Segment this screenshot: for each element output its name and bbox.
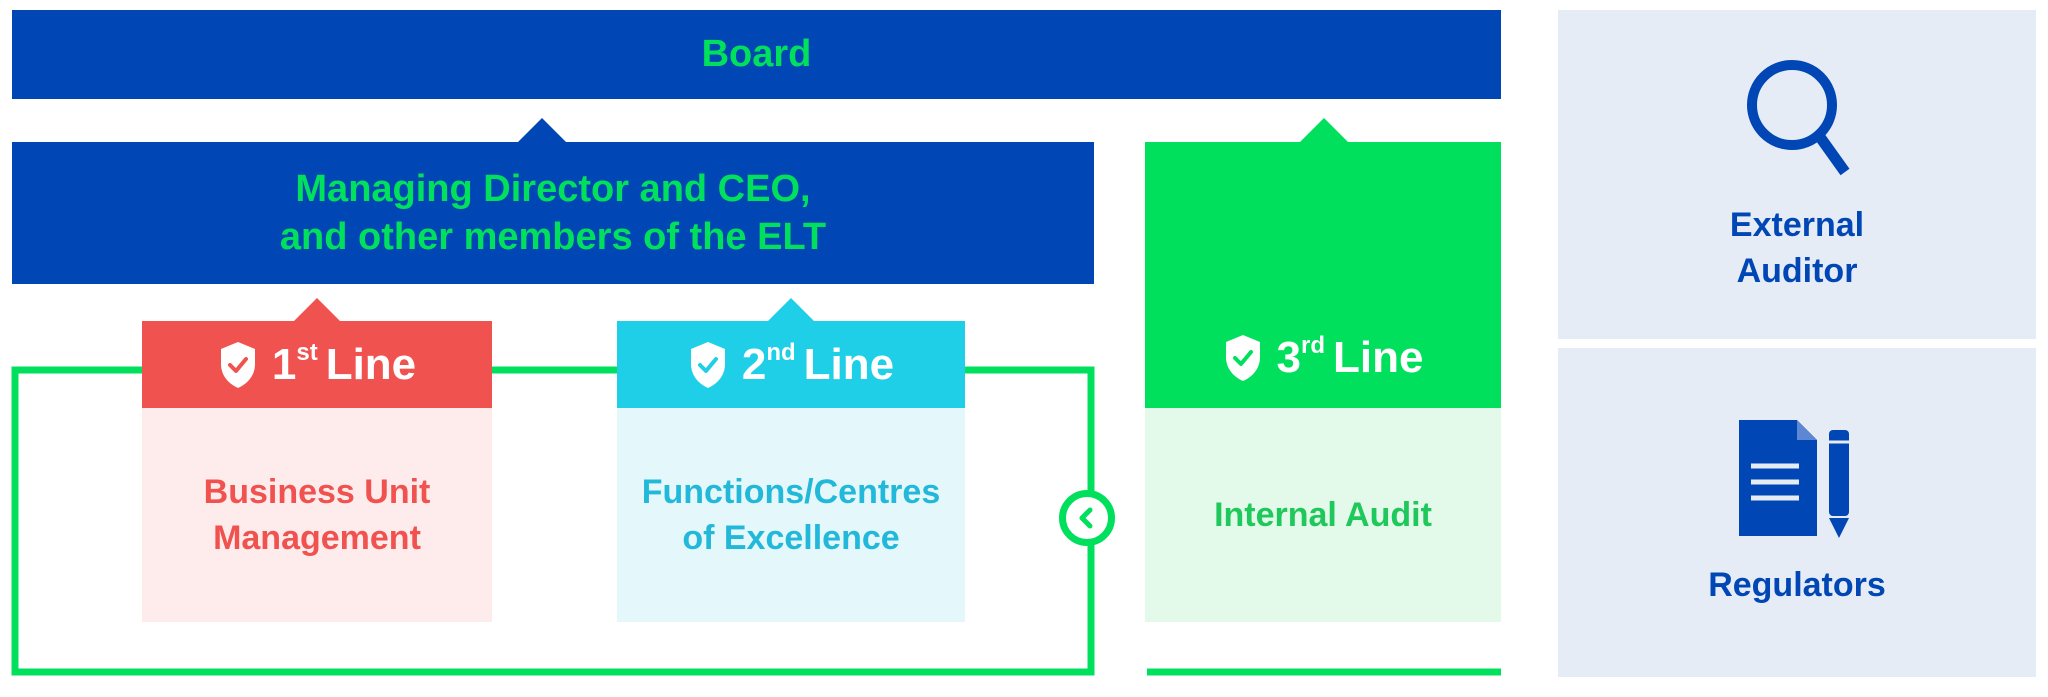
first-line-ordinal: 1 — [271, 339, 297, 389]
management-line-1: Managing Director and CEO, — [295, 168, 811, 210]
second-line-text-1: Functions/Centres — [641, 473, 941, 511]
third-line-notch — [1300, 118, 1348, 142]
loop-arrow-badge — [1059, 490, 1115, 546]
management-notch — [518, 118, 566, 142]
second-line-body: Functions/Centres of Excellence — [617, 408, 965, 622]
third-line-word: Line — [1333, 333, 1424, 382]
board-label: Board — [701, 33, 812, 75]
second-line-text-2: of Excellence — [682, 519, 900, 557]
management-line-2: and other members of the ELT — [279, 216, 827, 258]
first-line-suffix: st — [296, 338, 318, 366]
first-line-body: Business Unit Management — [142, 408, 492, 622]
first-line-word: Line — [325, 339, 417, 389]
search-icon — [1747, 60, 1850, 176]
external-auditor-panel: External Auditor — [1558, 10, 2036, 339]
second-line-suffix: nd — [766, 338, 796, 366]
document-pencil-icon — [1739, 419, 1849, 538]
external-auditor-line-1: External — [1729, 206, 1865, 244]
third-line-ordinal: 3 — [1276, 333, 1302, 382]
regulators-panel: Regulators — [1558, 348, 2036, 677]
regulators-label: Regulators — [1708, 565, 1886, 604]
shield-check-icon — [1225, 335, 1260, 381]
board-bar: Board — [12, 10, 1501, 99]
first-line-text-2: Management — [213, 519, 421, 557]
second-line-notch — [767, 298, 815, 322]
second-line-ordinal: 2 — [741, 339, 767, 389]
management-bar: Managing Director and CEO, and other mem… — [12, 142, 1094, 284]
shield-check-icon — [220, 341, 255, 388]
third-line-body: Internal Audit — [1145, 408, 1501, 622]
external-auditor-line-2: Auditor — [1736, 252, 1858, 290]
shield-check-icon — [690, 341, 725, 388]
second-line-word: Line — [803, 339, 895, 389]
chevron-left-icon — [1079, 507, 1093, 529]
first-line-text-1: Business Unit — [203, 473, 431, 511]
third-line-suffix: rd — [1301, 332, 1326, 359]
third-line-text: Internal Audit — [1214, 496, 1432, 534]
first-line-notch — [293, 298, 341, 322]
